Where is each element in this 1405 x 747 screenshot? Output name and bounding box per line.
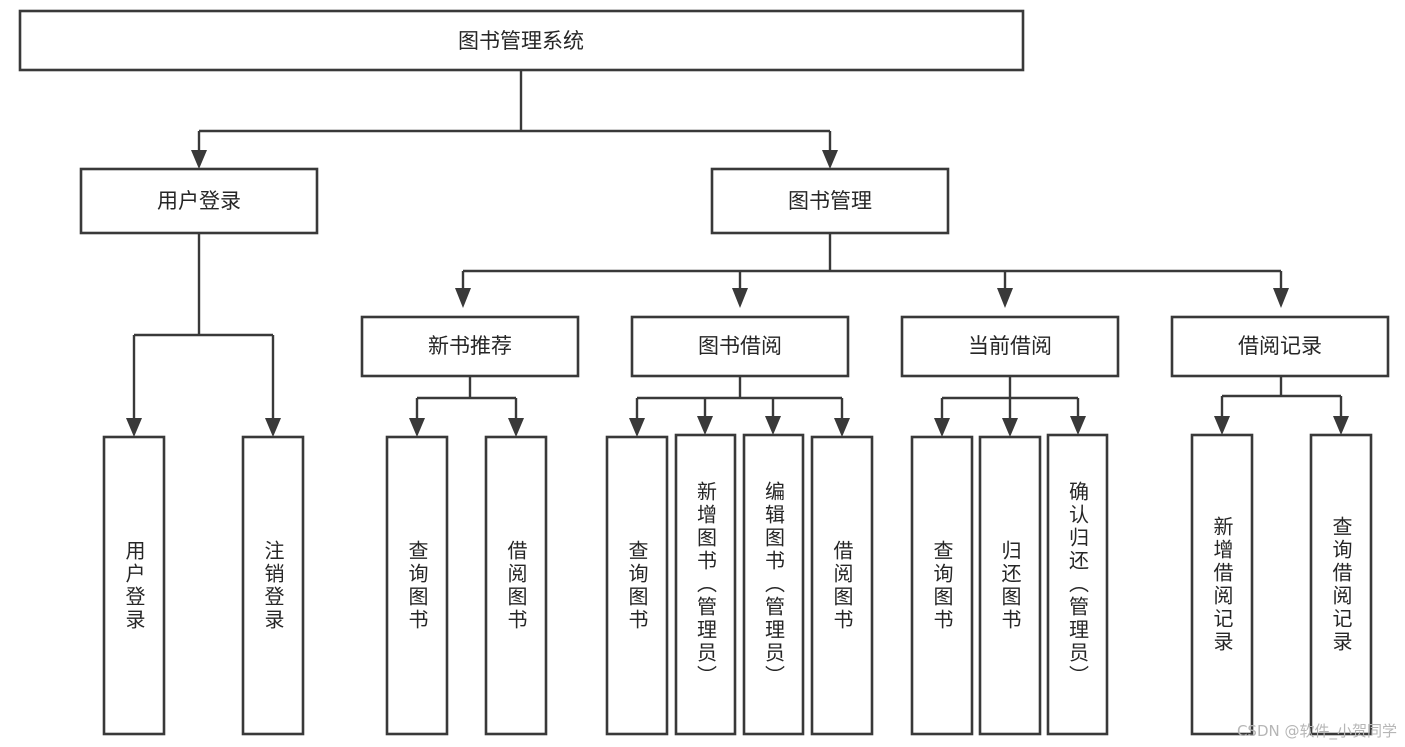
arrow-head-bb-leaf-2	[697, 416, 713, 435]
node-new-book-recommend-box[interactable]	[360, 315, 580, 378]
arrow-head-nb-leaf-2	[508, 418, 524, 437]
node-new-book-recommend-label: 新书推荐	[428, 334, 512, 358]
connectors	[126, 70, 1349, 437]
arrow-head-leaf-user-login	[126, 418, 142, 437]
arrow-head-borrow-record	[1273, 288, 1289, 308]
node-root[interactable]: 图书管理系统	[18, 9, 1025, 72]
node-current-borrow[interactable]: 当前借阅	[900, 315, 1120, 378]
leaf-box-cb-return-book[interactable]	[978, 435, 1042, 736]
node-root-box[interactable]	[18, 9, 1025, 72]
arrow-head-cb-leaf-3	[1070, 416, 1086, 435]
leaf-box-bb-borrow-book[interactable]	[810, 435, 874, 736]
node-user-login-box[interactable]	[79, 167, 319, 235]
arrow-head-br-leaf-1	[1214, 416, 1230, 435]
arrow-head-user-login	[191, 150, 207, 169]
arrow-head-leaf-logout	[265, 418, 281, 437]
csdn-watermark: CSDN @软件_小贺同学	[1236, 722, 1397, 740]
arrow-head-book-borrow	[732, 288, 748, 308]
arrow-head-cb-leaf-1	[934, 418, 950, 437]
leaf-box-nb-borrow-book[interactable]	[484, 435, 548, 736]
node-current-borrow-box[interactable]	[900, 315, 1120, 378]
node-book-borrow-box[interactable]	[630, 315, 850, 378]
node-user-login-label: 用户登录	[157, 189, 241, 213]
leaf-box-logout[interactable]	[241, 435, 305, 736]
node-borrow-record-label: 借阅记录	[1238, 334, 1322, 358]
node-book-borrow-label: 图书借阅	[698, 334, 782, 358]
arrow-head-bb-leaf-4	[834, 418, 850, 437]
leaf-box-user-login[interactable]	[102, 435, 166, 736]
node-book-management[interactable]: 图书管理	[710, 167, 950, 235]
node-borrow-record[interactable]: 借阅记录	[1170, 315, 1390, 378]
arrow-head-cb-leaf-2	[1002, 418, 1018, 437]
leaf-box-cb-confirm-return[interactable]	[1046, 433, 1109, 736]
node-book-management-box[interactable]	[710, 167, 950, 235]
leaf-box-nb-query-book[interactable]	[385, 435, 449, 736]
leaf-box-bb-query-book[interactable]	[605, 435, 669, 736]
arrow-head-bb-leaf-1	[629, 418, 645, 437]
node-user-login[interactable]: 用户登录	[79, 167, 319, 235]
arrow-head-new-book	[455, 288, 471, 308]
node-root-label: 图书管理系统	[458, 29, 584, 53]
leaf-box-br-query-record[interactable]	[1309, 433, 1373, 736]
node-book-borrow[interactable]: 图书借阅	[630, 315, 850, 378]
arrow-head-book-manage	[822, 150, 838, 169]
leaf-box-br-add-record[interactable]	[1190, 433, 1254, 736]
arrow-head-current-borrow	[997, 288, 1013, 308]
node-new-book-recommend[interactable]: 新书推荐	[360, 315, 580, 378]
arrow-head-nb-leaf-1	[409, 418, 425, 437]
node-borrow-record-box[interactable]	[1170, 315, 1390, 378]
leaf-box-cb-query-book[interactable]	[910, 435, 974, 736]
node-current-borrow-label: 当前借阅	[968, 334, 1052, 358]
leaf-box-bb-add-book[interactable]	[674, 433, 737, 736]
node-book-management-label: 图书管理	[788, 189, 872, 213]
leaf-box-bb-edit-book[interactable]	[742, 433, 805, 736]
arrow-head-br-leaf-2	[1333, 416, 1349, 435]
arrow-head-bb-leaf-3	[765, 416, 781, 435]
